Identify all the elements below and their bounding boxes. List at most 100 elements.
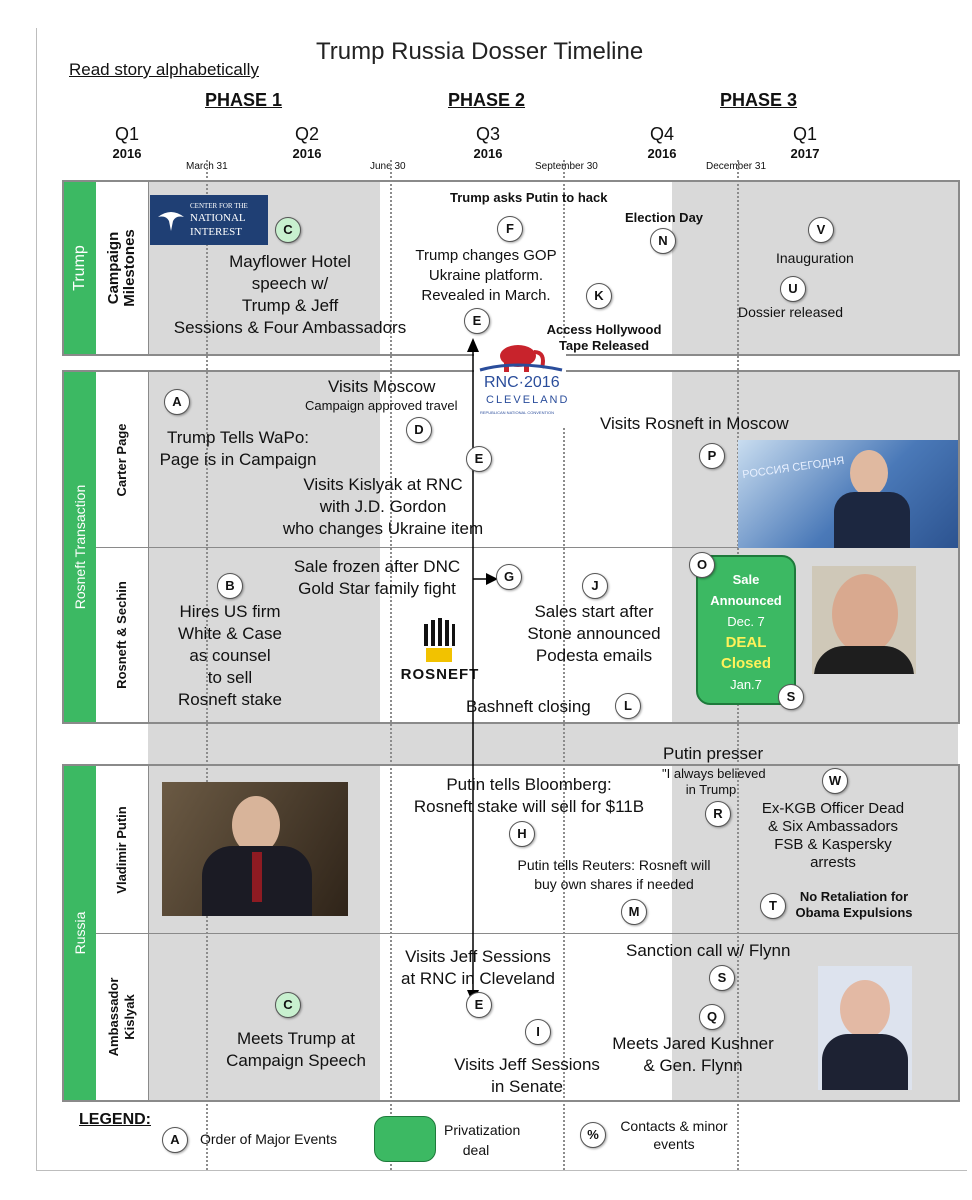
event-marker-c-kislyak[interactable]: C (275, 992, 301, 1018)
event-marker-d[interactable]: D (406, 417, 432, 443)
person-body-icon (834, 492, 910, 548)
rnc-2016-logo: RNC·2016 CLEVELAND REPUBLICAN NATIONAL C… (474, 340, 567, 426)
event-marker-t[interactable]: T (760, 893, 786, 919)
legend-title: LEGEND: (79, 1111, 151, 1128)
event-marker-i[interactable]: I (525, 1019, 551, 1045)
event-marker-j[interactable]: J (582, 573, 608, 599)
event-u-text: Dossier released (738, 304, 844, 320)
legend-circle-marker: A (162, 1127, 188, 1153)
band-russia (62, 764, 960, 1102)
event-marker-r[interactable]: R (705, 801, 731, 827)
event-d-text: Visits Moscow (328, 377, 436, 396)
event-marker-w[interactable]: W (822, 768, 848, 794)
event-marker-b[interactable]: B (217, 573, 243, 599)
event-marker-l[interactable]: L (615, 693, 641, 719)
event-marker-p[interactable]: P (699, 443, 725, 469)
chart-frame (36, 28, 967, 1171)
event-marker-k[interactable]: K (586, 283, 612, 309)
shade-putin-q1 (672, 766, 958, 934)
event-marker-m[interactable]: M (621, 899, 647, 925)
event-marker-h[interactable]: H (509, 821, 535, 847)
row-label-carter-page: Carter Page (96, 372, 149, 547)
legend-pct-marker: % (580, 1122, 606, 1148)
carter-page-photo: РОССИЯ СЕГОДНЯ (738, 440, 958, 548)
group-label-russia: Russia (64, 766, 96, 1100)
date-june-30: June 30 (370, 161, 406, 172)
rosneft-logo: ROSNEFT (392, 618, 488, 688)
event-marker-a[interactable]: A (164, 389, 190, 415)
group-label-trump: Trump (64, 182, 96, 354)
legend-green-swatch (374, 1116, 436, 1162)
event-l-text: Bashneft closing (466, 697, 591, 716)
phase-2-label: PHASE 2 (448, 90, 526, 110)
event-marker-c-trump[interactable]: C (275, 217, 301, 243)
event-a-text: Trump Tells WaPo:Page is in Campaign (159, 428, 317, 469)
event-marker-e-kislyak[interactable]: E (466, 992, 492, 1018)
person-head-icon (850, 450, 888, 496)
putin-photo (162, 782, 348, 916)
event-marker-q[interactable]: Q (699, 1004, 725, 1030)
kislyak-photo (818, 966, 912, 1090)
sechin-photo (812, 566, 916, 674)
phase-1-label: PHASE 1 (205, 90, 283, 110)
eagle-icon (158, 212, 184, 231)
rosneft-emblem-icon (424, 618, 455, 662)
date-december-31: December 31 (706, 161, 767, 172)
shade-trump-q1 (672, 182, 958, 354)
date-september-30: September 30 (535, 161, 598, 172)
event-r-text: Putin presser (663, 744, 764, 763)
divider-march-31 (206, 160, 208, 1170)
event-d-subtext: Campaign approved travel (305, 398, 458, 413)
event-marker-n[interactable]: N (650, 228, 676, 254)
elephant-icon (479, 345, 563, 372)
shade-gap (148, 724, 958, 766)
row-label-putin: Vladimir Putin (96, 766, 149, 933)
event-marker-f[interactable]: F (497, 216, 523, 242)
event-marker-s-kislyak[interactable]: S (709, 965, 735, 991)
deal-box: Sale Announced Dec. 7 DEAL Closed Jan.7 (696, 555, 796, 705)
row-label-rosneft-sechin: Rosneft & Sechin (96, 548, 149, 722)
event-marker-u[interactable]: U (780, 276, 806, 302)
shade-kislyak-q2 (148, 934, 380, 1100)
read-story-link[interactable]: Read story alphabetically (69, 60, 259, 79)
event-marker-g[interactable]: G (496, 564, 522, 590)
event-marker-e-carter[interactable]: E (466, 446, 492, 472)
event-marker-o[interactable]: O (689, 552, 715, 578)
row-separator-1 (96, 547, 958, 548)
page-title: Trump Russia Dosser Timeline (316, 38, 644, 65)
divider-september-30 (563, 160, 565, 1170)
divider-june-30 (390, 160, 392, 1170)
event-v-text: Inauguration (776, 250, 854, 266)
event-marker-v[interactable]: V (808, 217, 834, 243)
event-h-text: Putin tells Bloomberg:Rosneft stake will… (413, 775, 645, 816)
event-n-text: Election Day (625, 210, 704, 225)
event-s-text: Sanction call w/ Flynn (626, 941, 791, 960)
phase-3-label: PHASE 3 (720, 90, 798, 110)
event-marker-e-top[interactable]: E (464, 308, 490, 334)
row-separator-2 (96, 933, 958, 934)
event-marker-s-rosneft[interactable]: S (778, 684, 804, 710)
legend-circle-label: Order of Major Events (200, 1131, 337, 1147)
